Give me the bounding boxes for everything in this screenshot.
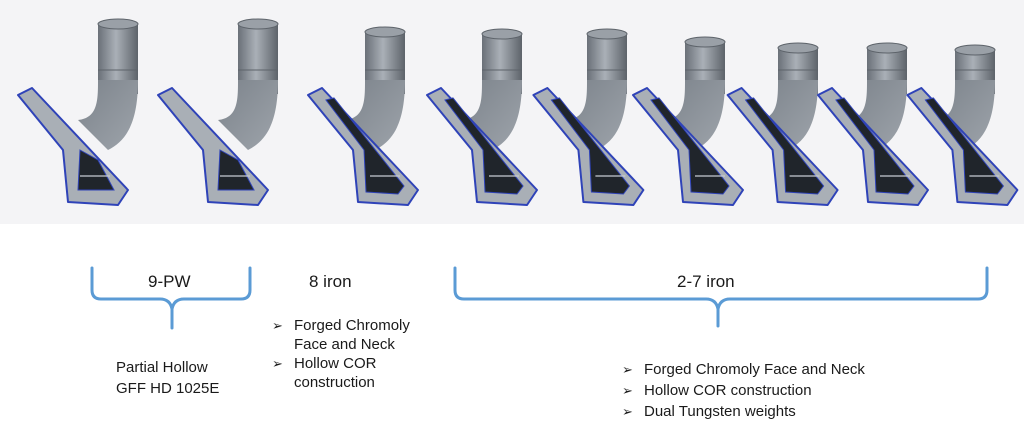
- arrow-bullet-icon: ➢: [622, 362, 633, 377]
- bullet-line: Face and Neck: [294, 336, 395, 353]
- hosel-top: [954, 44, 996, 56]
- cavity: [650, 97, 730, 195]
- neck: [78, 80, 138, 150]
- cavity: [550, 97, 631, 195]
- hosel-top: [866, 42, 908, 54]
- hosel-top: [237, 18, 279, 30]
- bullet-text: Hollow COR construction: [644, 382, 812, 399]
- iron-head-6: [532, 28, 645, 206]
- iron-head-3: [817, 42, 929, 206]
- cavity: [744, 97, 825, 195]
- bullet-item: ➢ Forged Chromoly Face and Neck: [272, 316, 410, 354]
- bullet-line: Hollow COR: [294, 355, 377, 372]
- group-details-9-pw: Partial Hollow GFF HD 1025E: [116, 357, 219, 399]
- detail-line: Partial Hollow: [116, 359, 208, 376]
- iron-head-7: [426, 28, 538, 206]
- bullet-list-8-iron: ➢ Forged Chromoly Face and Neck ➢ Hollow…: [272, 316, 410, 392]
- neck: [218, 80, 278, 150]
- cavity: [77, 149, 115, 191]
- hosel-top: [481, 28, 523, 40]
- cavity: [325, 97, 405, 195]
- iron-head-pw: [17, 18, 139, 206]
- hosel-top: [586, 28, 628, 40]
- arrow-bullet-icon: ➢: [272, 356, 283, 371]
- bullet-item: ➢ Hollow COR construction: [622, 380, 865, 401]
- arrow-bullet-icon: ➢: [272, 318, 283, 333]
- bullet-list-2-7-iron: ➢ Forged Chromoly Face and Neck ➢ Hollow…: [622, 359, 865, 422]
- group-label-8-iron: 8 iron: [309, 272, 352, 291]
- bullet-item: ➢ Dual Tungsten weights: [622, 401, 865, 422]
- group-label-2-7-iron: 2-7 iron: [677, 272, 735, 291]
- bullet-item: ➢ Hollow COR construction: [272, 354, 410, 392]
- bullet-text: Dual Tungsten weights: [644, 403, 796, 420]
- iron-heads-render: [17, 18, 1019, 206]
- group-label-9-pw: 9-PW: [148, 272, 191, 291]
- bullet-line: construction: [294, 374, 375, 391]
- iron-head-4: [726, 42, 839, 206]
- cavity: [835, 97, 915, 195]
- cavity: [217, 149, 255, 191]
- hosel-top: [364, 26, 406, 38]
- bullet-line: Forged Chromoly: [294, 317, 410, 334]
- iron-head-5: [632, 36, 744, 206]
- arrow-bullet-icon: ➢: [622, 383, 633, 398]
- hosel-top: [777, 42, 819, 54]
- iron-head-9: [157, 18, 279, 206]
- hosel-top: [684, 36, 726, 48]
- hosel-top: [97, 18, 139, 30]
- bullet-item: ➢ Forged Chromoly Face and Neck: [622, 359, 865, 380]
- cavity: [924, 97, 1005, 195]
- cavity: [444, 97, 524, 195]
- detail-line: GFF HD 1025E: [116, 380, 220, 397]
- bullet-text: Forged Chromoly Face and Neck: [644, 361, 865, 378]
- arrow-bullet-icon: ➢: [622, 404, 633, 419]
- iron-head-2: [906, 44, 1019, 206]
- iron-head-8: [307, 26, 419, 206]
